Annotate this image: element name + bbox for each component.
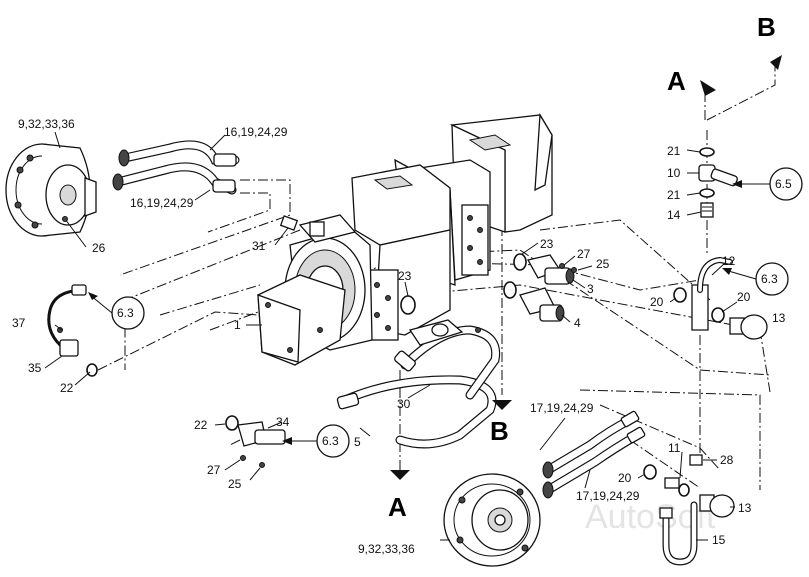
label-motor-bottom: 9,32,33,36 <box>358 542 415 556</box>
label-part-34: 34 <box>276 415 290 429</box>
label-hose-top-2: 16,19,24,29 <box>130 196 194 210</box>
label-hose-bottom-1: 17,19,24,29 <box>530 401 594 415</box>
label-callout-63-left: 6.3 <box>117 306 134 320</box>
label-part-23-b: 23 <box>540 237 554 251</box>
section-b-bottom: B <box>490 416 509 446</box>
section-a-top: A <box>667 66 686 96</box>
label-part-22-bottom: 22 <box>194 418 208 432</box>
label-part-12: 12 <box>722 254 736 268</box>
label-part-3: 3 <box>587 282 594 296</box>
callout-circles <box>111 167 803 458</box>
label-part-22-left: 22 <box>60 381 74 395</box>
screw-25-bottom <box>259 462 265 468</box>
screw-27-top <box>559 263 565 269</box>
label-part-35: 35 <box>28 361 42 375</box>
oring-22-bottom <box>225 415 239 431</box>
label-part-15: 15 <box>712 533 726 547</box>
label-part-20-a: 20 <box>650 295 664 309</box>
label-part-13-right: 13 <box>772 311 786 325</box>
label-part-27-top: 27 <box>577 247 591 261</box>
screw-27-bottom <box>240 455 246 461</box>
fitting-11 <box>664 477 680 489</box>
label-part-23-a: 23 <box>398 269 412 283</box>
label-part-14: 14 <box>667 208 681 222</box>
banjo-group <box>698 147 738 218</box>
label-part-4: 4 <box>574 316 581 330</box>
hose-5-and-30 <box>336 319 501 449</box>
label-part-25-bottom: 25 <box>228 477 242 491</box>
label-part-20-bottom: 20 <box>618 471 632 485</box>
oring-20-b <box>711 307 725 323</box>
label-sensor-37: 37 <box>12 316 26 330</box>
hose-15 <box>659 501 698 566</box>
screw-26 <box>62 216 68 222</box>
label-part-28: 28 <box>720 453 734 467</box>
label-hose-top-1: 16,19,24,29 <box>224 125 288 139</box>
label-screw-26: 26 <box>92 241 106 255</box>
section-a-bottom: A <box>388 492 407 522</box>
plug-13-right <box>729 314 768 340</box>
flange-3 <box>527 254 575 285</box>
oring-near-4 <box>503 281 517 299</box>
oring-23-a <box>400 295 416 315</box>
flange-4 <box>519 287 565 322</box>
oring-20-bottom <box>643 464 657 480</box>
hydraulic-motor-bottom <box>443 473 541 567</box>
fitting-34 <box>237 421 286 447</box>
label-part-27-bottom: 27 <box>207 463 221 477</box>
oring-20-a <box>673 287 687 303</box>
label-hose-bottom-2: 17,19,24,29 <box>576 489 640 503</box>
fitting-31 <box>279 215 299 231</box>
label-part-13-bottom: 13 <box>738 501 752 515</box>
label-callout-63-right: 6.3 <box>761 272 778 286</box>
plug-13-bottom <box>699 494 735 518</box>
label-callout-65: 6.5 <box>775 177 792 191</box>
screw-25-top <box>571 267 577 273</box>
oring-22-left <box>86 363 98 377</box>
section-arrows <box>390 55 782 480</box>
oring-near-11 <box>678 483 690 497</box>
label-fitting-31: 31 <box>252 239 266 253</box>
sensor-37 <box>47 284 87 357</box>
hydraulic-motor-top <box>5 143 97 237</box>
label-part-21-a: 21 <box>667 144 681 158</box>
label-part-30: 30 <box>397 397 411 411</box>
fitting-12 <box>691 256 733 331</box>
label-part-10: 10 <box>667 166 681 180</box>
label-part-5: 5 <box>354 435 361 449</box>
hose-bottom-pair <box>542 410 646 499</box>
label-part-11: 11 <box>668 441 681 455</box>
screw-near-hose <box>475 327 481 333</box>
label-pump-1: 1 <box>234 318 241 332</box>
oring-23-b <box>513 253 527 271</box>
cap-28 <box>689 454 703 466</box>
section-b-top: B <box>757 12 776 42</box>
label-part-20-b: 20 <box>737 290 751 304</box>
label-motor-top: 9,32,33,36 <box>18 117 75 131</box>
label-part-25-top: 25 <box>596 257 610 271</box>
screw-26-pointer <box>64 218 87 248</box>
callout-pointers <box>88 180 770 445</box>
leader-lines <box>44 131 738 541</box>
pump-assembly <box>257 112 553 366</box>
section-letters: A B A B <box>388 12 776 522</box>
label-part-21-b: 21 <box>667 188 681 202</box>
hose-top-pair <box>112 140 240 195</box>
part-labels: 9,32,33,36 16,19,24,29 16,19,24,29 26 31… <box>12 117 792 556</box>
label-callout-63-bottom: 6.3 <box>322 434 339 448</box>
